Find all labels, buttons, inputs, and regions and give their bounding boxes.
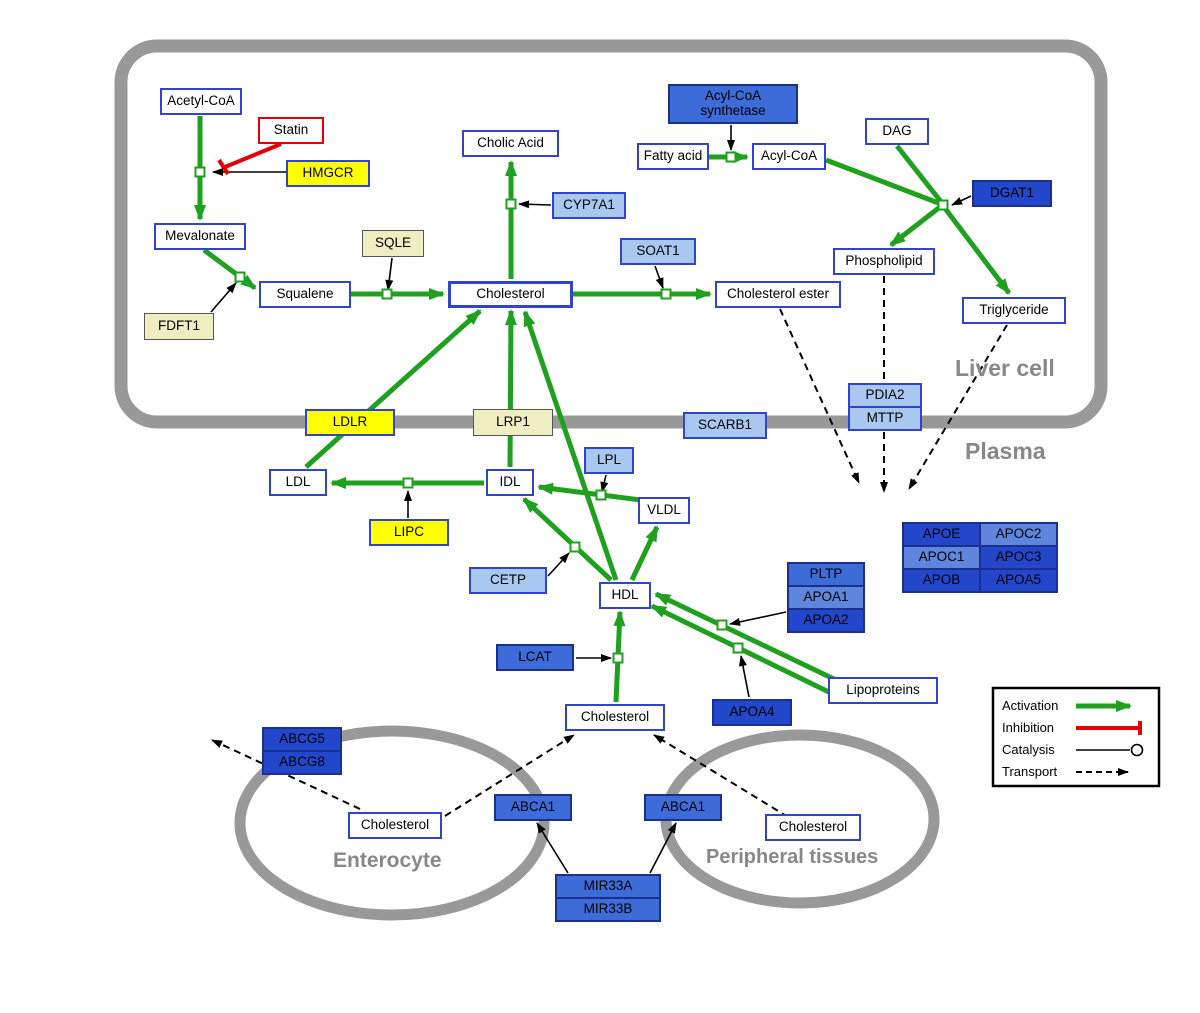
node-lipoproteins[interactable]: Lipoproteins bbox=[828, 677, 938, 704]
node-vldl[interactable]: VLDL bbox=[638, 497, 690, 524]
node-cyp7a1[interactable]: CYP7A1 bbox=[552, 192, 626, 219]
node-lcat[interactable]: LCAT bbox=[496, 644, 574, 671]
compartment-membranes bbox=[114, 39, 1108, 921]
node-dag[interactable]: DAG bbox=[865, 118, 929, 145]
plasma-label: Plasma bbox=[965, 438, 1046, 464]
peripheral-tissues-label: Peripheral tissues bbox=[706, 846, 879, 868]
node-soat1[interactable]: SOAT1 bbox=[620, 238, 696, 265]
node-acyl-coa-synthetase[interactable]: Acyl-CoA synthetase bbox=[668, 84, 798, 124]
reaction-junctions bbox=[194, 151, 949, 664]
node-idl[interactable]: IDL bbox=[486, 469, 534, 496]
legend-catalysis-label: Catalysis bbox=[1002, 742, 1055, 757]
node-mttp[interactable]: MTTP bbox=[848, 406, 922, 431]
node-triglyceride[interactable]: Triglyceride bbox=[962, 297, 1066, 324]
node-cholesterol-liver[interactable]: Cholesterol bbox=[448, 281, 573, 308]
node-apoa1[interactable]: APOA1 bbox=[787, 585, 865, 610]
node-mevalonate[interactable]: Mevalonate bbox=[154, 223, 246, 250]
node-lrp1[interactable]: LRP1 bbox=[473, 409, 553, 436]
node-scarb1[interactable]: SCARB1 bbox=[683, 412, 767, 439]
node-acetyl-coa[interactable]: Acetyl-CoA bbox=[160, 88, 242, 115]
node-apoa5[interactable]: APOA5 bbox=[979, 568, 1058, 593]
node-lipc[interactable]: LIPC bbox=[369, 519, 449, 546]
node-statin[interactable]: Statin bbox=[258, 117, 324, 144]
node-cholesterol-enterocyte[interactable]: Cholesterol bbox=[348, 812, 442, 839]
catalysis-edges bbox=[210, 125, 972, 874]
node-pltp[interactable]: PLTP bbox=[787, 562, 865, 587]
node-cholic-acid[interactable]: Cholic Acid bbox=[462, 130, 559, 157]
node-apob[interactable]: APOB bbox=[902, 568, 981, 593]
node-ldl[interactable]: LDL bbox=[269, 469, 327, 496]
node-abca1-enterocyte[interactable]: ABCA1 bbox=[494, 794, 572, 821]
node-abcg5[interactable]: ABCG5 bbox=[262, 727, 342, 752]
node-lpl[interactable]: LPL bbox=[584, 447, 634, 474]
legend-box bbox=[991, 686, 1161, 788]
node-hmgcr[interactable]: HMGCR bbox=[286, 160, 370, 187]
node-sqle[interactable]: SQLE bbox=[362, 230, 424, 257]
inhibition-edge bbox=[217, 142, 282, 176]
liver-cell-label: Liver cell bbox=[955, 355, 1055, 381]
node-apoc1[interactable]: APOC1 bbox=[902, 545, 981, 570]
node-apoe[interactable]: APOE bbox=[902, 522, 981, 547]
node-acyl-coa[interactable]: Acyl-CoA bbox=[752, 143, 826, 170]
node-phospholipid[interactable]: Phospholipid bbox=[833, 248, 935, 275]
node-fdft1[interactable]: FDFT1 bbox=[144, 313, 214, 340]
node-dgat1[interactable]: DGAT1 bbox=[972, 180, 1052, 207]
node-ldlr[interactable]: LDLR bbox=[305, 409, 395, 436]
node-cetp[interactable]: CETP bbox=[469, 567, 547, 594]
node-abca1-peripheral[interactable]: ABCA1 bbox=[644, 794, 722, 821]
enterocyte-label: Enterocyte bbox=[333, 849, 442, 872]
node-apoc3[interactable]: APOC3 bbox=[979, 545, 1058, 570]
legend-activation-label: Activation bbox=[1002, 698, 1059, 713]
liver-cell-membrane bbox=[114, 39, 1108, 429]
node-cholesterol-plasma[interactable]: Cholesterol bbox=[565, 704, 665, 731]
node-apoc2[interactable]: APOC2 bbox=[979, 522, 1058, 547]
node-abcg8[interactable]: ABCG8 bbox=[262, 750, 342, 775]
legend-transport-label: Transport bbox=[1002, 764, 1058, 779]
node-squalene[interactable]: Squalene bbox=[259, 281, 351, 308]
node-pdia2[interactable]: PDIA2 bbox=[848, 383, 922, 408]
node-hdl[interactable]: HDL bbox=[599, 582, 651, 609]
node-apoa4[interactable]: APOA4 bbox=[712, 699, 792, 726]
node-mir33b[interactable]: MIR33B bbox=[555, 897, 661, 922]
node-cholesterol-peripheral[interactable]: Cholesterol bbox=[765, 814, 861, 841]
node-mir33a[interactable]: MIR33A bbox=[555, 874, 661, 899]
node-cholesterol-ester[interactable]: Cholesterol ester bbox=[715, 281, 841, 308]
node-apoa2[interactable]: APOA2 bbox=[787, 608, 865, 633]
node-fatty-acid[interactable]: Fatty acid bbox=[637, 143, 709, 170]
legend-inhibition-label: Inhibition bbox=[1002, 720, 1055, 735]
transport-edges bbox=[211, 276, 1008, 818]
